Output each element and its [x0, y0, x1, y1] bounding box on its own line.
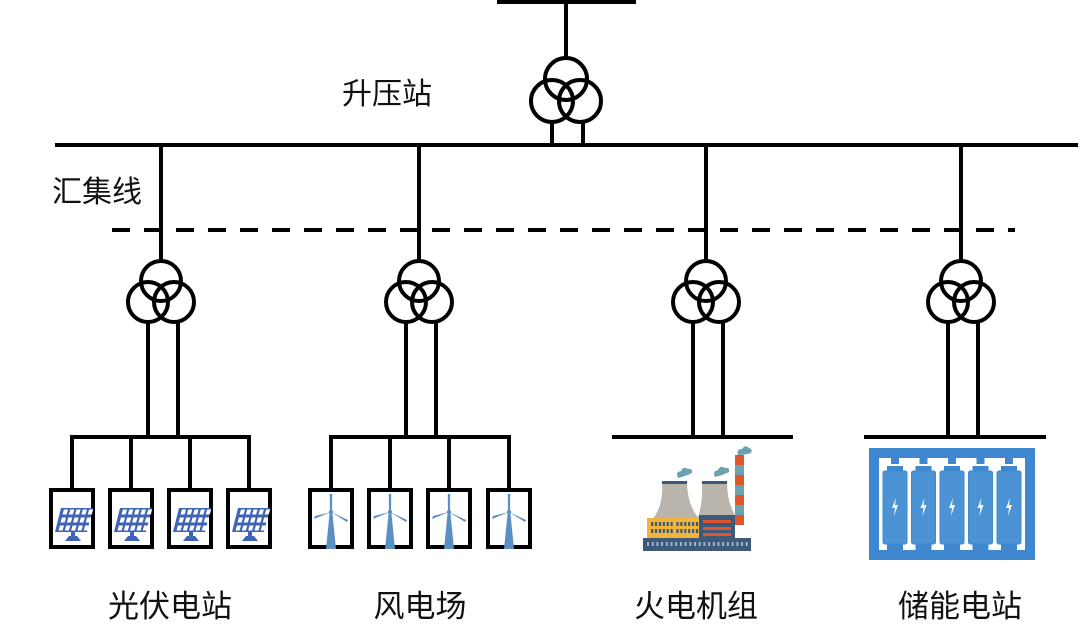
solar-panel-icon [173, 508, 212, 541]
branch-pv [49, 145, 272, 549]
unit-label-wind: 风电场 [374, 589, 467, 625]
branch-thermal [612, 145, 793, 551]
battery-cell [968, 458, 993, 550]
wind-unit [486, 488, 532, 549]
wind-turbine-icon [432, 494, 466, 549]
unit-label-pv: 光伏电站 [108, 589, 232, 625]
wind-turbine-icon [492, 494, 526, 549]
transformer-icon [126, 259, 196, 324]
wind-unit [367, 488, 413, 549]
lightning-icon [1006, 498, 1012, 516]
battery-cell [939, 458, 965, 550]
lightning-icon [949, 498, 955, 516]
substation-label: 升压站 [342, 77, 432, 112]
transformer-icon [926, 259, 996, 324]
unit-label-thermal: 火电机组 [634, 589, 758, 625]
battery-cell [882, 458, 908, 550]
solar-unit [108, 488, 154, 549]
solar-panel-icon [55, 508, 94, 541]
transformer-icon [384, 259, 454, 324]
branch-wind [308, 145, 532, 549]
collector-line-label: 汇集线 [52, 175, 142, 210]
battery-cell [996, 458, 1022, 550]
wind-unit [426, 488, 472, 549]
solar-panel-icon [232, 508, 271, 541]
solar-unit [226, 488, 272, 549]
transformer-icon [671, 259, 741, 324]
substation-transformer-icon [529, 56, 603, 145]
wind-turbine-icon [314, 494, 348, 549]
battery-storage-icon [869, 448, 1035, 560]
lightning-icon [920, 498, 927, 516]
wind-unit [308, 488, 354, 549]
solar-unit [167, 488, 213, 549]
wind-turbine-icon [373, 494, 407, 549]
power-plant-icon [643, 446, 752, 551]
unit-label-storage: 储能电站 [898, 589, 1022, 625]
branch-storage [864, 145, 1046, 560]
battery-cell [911, 458, 936, 550]
lightning-icon [892, 498, 898, 516]
solar-unit [49, 488, 95, 549]
lightning-icon [977, 498, 984, 516]
solar-panel-icon [114, 508, 153, 541]
